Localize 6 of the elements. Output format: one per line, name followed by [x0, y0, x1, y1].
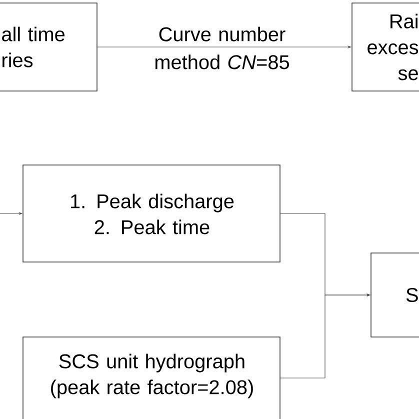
process-box: Rai exces se [352, 2, 419, 92]
process-box: all time ries [0, 2, 98, 92]
process-box: S [370, 252, 419, 338]
edge-label: Curve number method CN=85 [155, 26, 289, 70]
process-box: SCS unit hydrograph (peak rate factor=2.08) [22, 336, 280, 419]
process-box: 1. Peak discharge 2. Peak time [22, 164, 280, 262]
